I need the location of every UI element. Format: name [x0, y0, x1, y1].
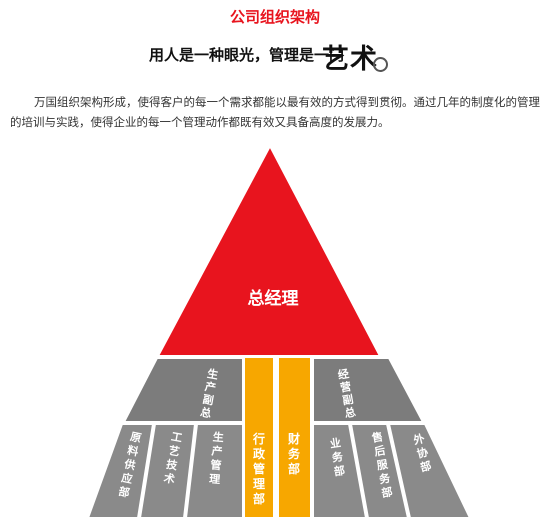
dept-after-sales	[349, 423, 410, 519]
svg-text:生产管理: 生产管理	[209, 430, 225, 487]
middle-right-label: 经营副总	[337, 366, 357, 420]
svg-text:业务部: 业务部	[329, 435, 347, 478]
svg-text:行政管理部: 行政管理部	[252, 431, 266, 506]
dept-after-sales-label: 售后服务部	[370, 429, 395, 500]
dept-process-tech	[138, 423, 197, 519]
dept-raw-material	[86, 423, 155, 519]
slogan: 用人是一种眼光，管理是一门	[149, 46, 345, 64]
pyramid-top-tier	[156, 143, 382, 357]
dept-business	[312, 423, 368, 519]
dept-outsourcing	[387, 423, 472, 519]
finance-dept-label: 财务部	[287, 431, 301, 476]
admin-dept-label: 行政管理部	[252, 431, 266, 506]
slogan-emphasis: 艺术	[322, 44, 378, 75]
finance-dept-column	[277, 356, 312, 519]
svg-text:财务部: 财务部	[287, 431, 301, 476]
svg-text:外协部: 外协部	[411, 431, 433, 475]
admin-dept-column	[243, 356, 275, 519]
intro-paragraph: 万国组织架构形成，使得客户的每一个需求都能以最有效的方式得到贯彻。通过几年的制度…	[10, 95, 540, 129]
dept-process-tech-label: 工艺技术	[162, 430, 184, 486]
svg-text:生产副总: 生产副总	[199, 366, 219, 420]
top-label: 总经理	[248, 288, 299, 309]
page-title: 公司组织架构	[229, 8, 320, 26]
middle-left-label: 生产副总	[199, 366, 219, 420]
dept-production-mgmt-label: 生产管理	[209, 430, 225, 487]
middle-left-block	[122, 357, 244, 423]
svg-text:经营副总: 经营副总	[337, 366, 357, 420]
dept-business-label: 业务部	[329, 435, 347, 478]
svg-text:原料供应部: 原料供应部	[116, 430, 142, 500]
dept-production-mgmt	[184, 423, 244, 519]
svg-text:售后服务部: 售后服务部	[370, 429, 395, 500]
middle-right-block	[312, 357, 425, 423]
svg-text:工艺技术: 工艺技术	[162, 430, 184, 486]
circle-mark-icon	[373, 57, 388, 72]
dept-raw-material-label: 原料供应部	[116, 430, 142, 500]
dept-outsourcing-label: 外协部	[411, 431, 433, 475]
